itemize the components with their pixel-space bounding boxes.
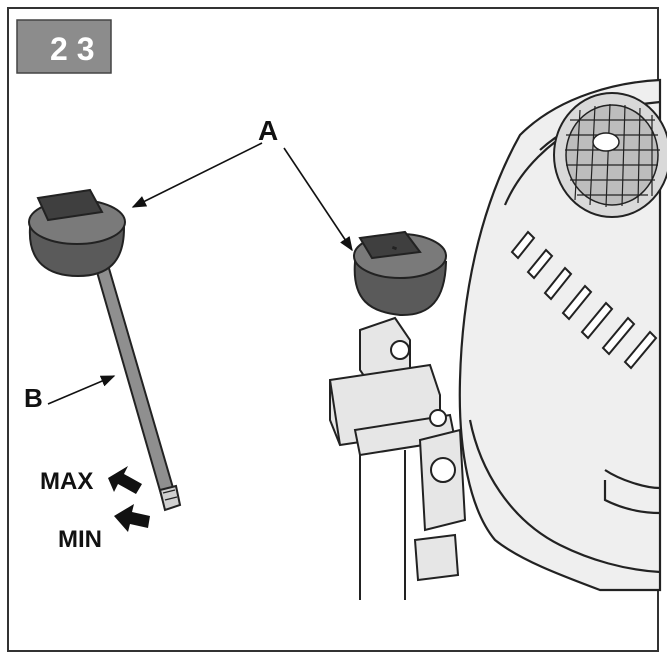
leader-lines — [47, 142, 353, 405]
min-arrow-icon — [114, 504, 150, 532]
figure-number-tab: 2 3 — [16, 19, 112, 74]
label-max: MAX — [40, 468, 93, 495]
arrow-a-to-dipstick — [131, 142, 263, 208]
engine-cap-marking: - — [391, 242, 398, 253]
arrow-a-to-engine-cap — [283, 147, 353, 252]
dipstick — [28, 188, 182, 512]
filler-tube-bracket — [329, 316, 467, 600]
level-indicators — [108, 466, 150, 532]
air-filter-grille — [553, 92, 667, 218]
engine-oil-cap: - — [353, 230, 448, 317]
label-min: MIN — [58, 526, 102, 553]
max-arrow-icon — [108, 466, 142, 494]
cooling-vents — [510, 230, 658, 370]
figure-number-text: 2 3 — [50, 31, 94, 67]
callout-b: B — [24, 383, 43, 413]
callout-a: A — [258, 115, 278, 146]
arrow-b-to-rod — [47, 375, 116, 405]
